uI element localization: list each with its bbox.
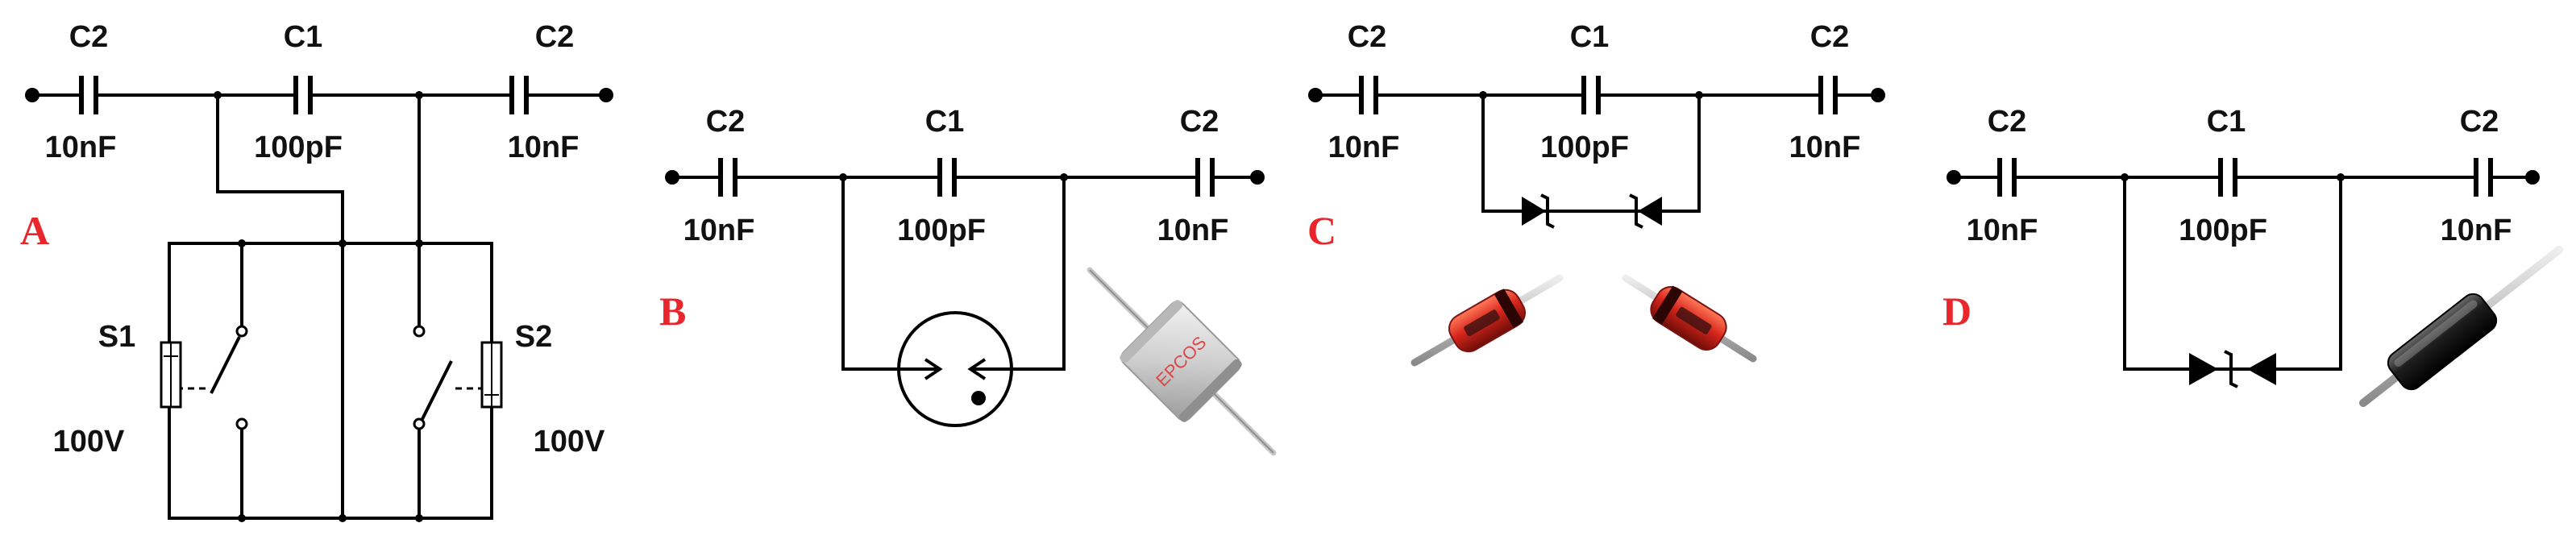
cap-name: C1 bbox=[925, 105, 965, 139]
capacitor-c1 bbox=[2218, 158, 2237, 197]
switch-s1 bbox=[160, 243, 248, 518]
cap-value: 10nF bbox=[1328, 131, 1400, 164]
capacitor-c2-left bbox=[718, 158, 737, 197]
cap-value: 10nF bbox=[1789, 131, 1861, 164]
cap-name: C2 bbox=[1810, 20, 1850, 54]
capacitor-c2-right bbox=[1195, 158, 1215, 197]
junction-dot bbox=[339, 239, 347, 247]
switch-name: S2 bbox=[515, 320, 552, 354]
cap-value: 10nF bbox=[683, 214, 755, 247]
cap-name: C2 bbox=[1988, 105, 2027, 139]
cap-name: C1 bbox=[1570, 20, 1610, 54]
cap-name: C2 bbox=[706, 105, 746, 139]
tvs-diode-photo bbox=[2359, 246, 2563, 407]
panel-letter-d: D bbox=[1942, 289, 1971, 334]
zener-diode-photo-left bbox=[1411, 274, 1564, 367]
cap-value: 10nF bbox=[45, 131, 117, 164]
cap-name: C2 bbox=[1348, 20, 1387, 54]
terminal-right bbox=[2525, 170, 2540, 185]
cap-value: 10nF bbox=[2441, 214, 2512, 247]
capacitor-c2-left bbox=[79, 76, 98, 114]
cap-name: C2 bbox=[535, 20, 575, 54]
cap-name: C1 bbox=[2207, 105, 2246, 139]
cap-value: 100pF bbox=[254, 131, 343, 164]
capacitor-c1 bbox=[1581, 76, 1601, 114]
cap-name: C2 bbox=[69, 20, 109, 54]
wire-diode-loop bbox=[1481, 95, 1701, 213]
cap-value: 10nF bbox=[1157, 214, 1229, 247]
cap-value: 100pF bbox=[1540, 131, 1629, 164]
zener-diode-photo-right bbox=[1622, 274, 1757, 363]
capacitor-c1 bbox=[937, 158, 957, 197]
cap-name: C2 bbox=[2460, 105, 2499, 139]
switch-name: S1 bbox=[98, 320, 135, 354]
wire-switch-frame bbox=[168, 242, 493, 520]
cap-value: 10nF bbox=[508, 131, 580, 164]
capacitor-c2-left bbox=[1997, 158, 2017, 197]
wire-left-drop bbox=[216, 95, 344, 518]
panel-a: A C2 10nF C1 100pF C2 10nF bbox=[20, 20, 613, 522]
terminal-right bbox=[1250, 170, 1265, 185]
zener-diode-right bbox=[1629, 193, 1662, 229]
junction-dot bbox=[339, 514, 347, 522]
switch-s2 bbox=[413, 243, 503, 518]
wire-tvs-loop bbox=[2123, 177, 2342, 371]
cap-value: 10nF bbox=[1967, 214, 2038, 247]
panel-c: C C2 10nF C1 100pF C2 10nF bbox=[1307, 20, 1885, 367]
terminal-right bbox=[599, 88, 613, 102]
cap-value: 100pF bbox=[2179, 214, 2267, 247]
capacitor-c2-left bbox=[1359, 76, 1378, 114]
panel-letter-b: B bbox=[659, 289, 686, 334]
cap-value: 100pF bbox=[897, 214, 986, 247]
panel-d: D C2 10nF C1 100pF C2 10nF bbox=[1942, 105, 2563, 407]
switch-rating: 100V bbox=[534, 425, 605, 459]
gas-discharge-tube-photo: EPCOS bbox=[1086, 267, 1277, 456]
switch-rating: 100V bbox=[53, 425, 125, 459]
capacitor-c2-right bbox=[2474, 158, 2493, 197]
bidirectional-tvs-diode-symbol bbox=[2189, 350, 2276, 388]
wire-gdt-loop bbox=[841, 177, 1066, 371]
capacitor-c2-right bbox=[509, 76, 529, 114]
cap-name: C1 bbox=[284, 20, 323, 54]
cap-name: C2 bbox=[1180, 105, 1219, 139]
capacitor-c1 bbox=[293, 76, 313, 114]
panel-b: B C2 10nF C1 100pF C2 10nF bbox=[659, 105, 1277, 456]
capacitor-c2-right bbox=[1818, 76, 1838, 114]
terminal-right bbox=[1871, 88, 1885, 102]
panel-letter-a: A bbox=[20, 208, 49, 253]
gas-discharge-tube-symbol bbox=[897, 311, 1013, 427]
panel-letter-c: C bbox=[1307, 208, 1336, 253]
zener-diode-left bbox=[1522, 193, 1555, 229]
